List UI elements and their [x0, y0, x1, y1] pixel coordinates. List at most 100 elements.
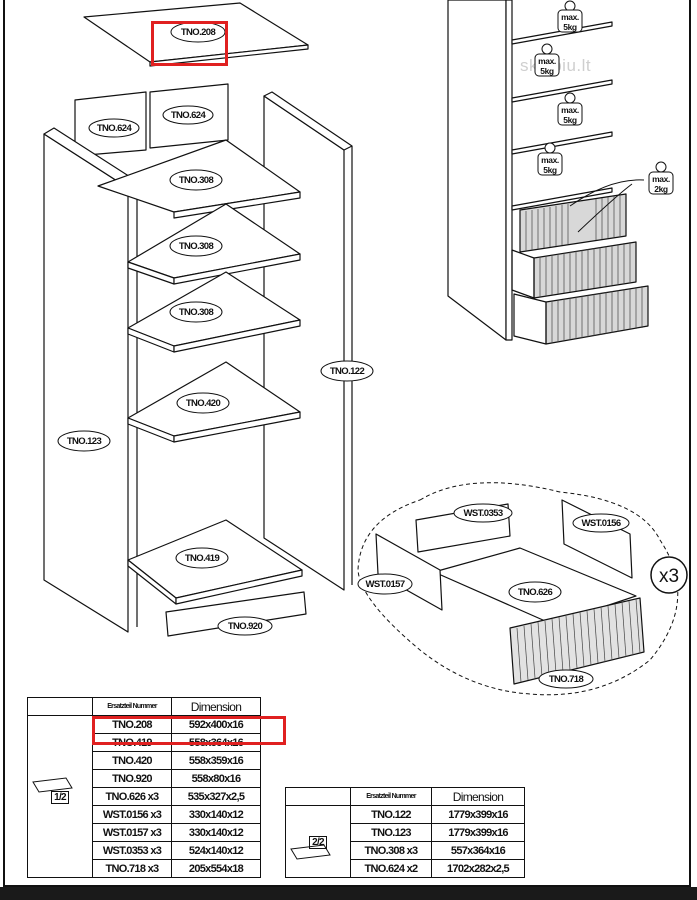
table1-header-part: Ersatzteil Nummer [92, 697, 172, 716]
shelf-4-edge [173, 411, 301, 443]
part-number: WST.0157 x3 [92, 823, 172, 842]
parts-table-1: Ersatzteil Nummer Dimension 1/2 TNO.208 … [27, 697, 261, 878]
weight-label: max. [538, 56, 556, 66]
part-dimension: 524x140x12 [171, 841, 261, 860]
parts-table-2: Ersatzteil Nummer Dimension 2/2 TNO.122 … [285, 787, 525, 878]
label-shelf-3: TNO.308 [179, 307, 214, 318]
page-border [3, 0, 691, 887]
wardrobe-shelf-4 [511, 187, 613, 211]
multiplier-circle [650, 556, 688, 594]
part-number: TNO.718 x3 [92, 859, 172, 878]
label-side-right: TNO.122 [330, 366, 365, 377]
weight-label: max. [561, 12, 579, 22]
part-dimension: 330x140x12 [171, 823, 261, 842]
shelf-3-edge [173, 319, 301, 353]
part-number: WST.0353 x3 [92, 841, 172, 860]
part-number: TNO.920 [92, 769, 172, 788]
label-drawer-side-right: WST.0156 [581, 518, 620, 529]
side-panel-left [43, 133, 129, 633]
weight-label: max. [541, 155, 559, 165]
part-number: WST.0156 x3 [92, 805, 172, 824]
top-panel-edge [149, 44, 309, 67]
weight-label: max. [561, 105, 579, 115]
page-number-box: 2/2 [309, 835, 327, 849]
drawer-front-2 [533, 241, 637, 299]
label-side-left: TNO.123 [67, 436, 102, 447]
weight-icon [648, 161, 674, 195]
weight-icon [537, 142, 563, 176]
part-dimension: 557x364x16 [431, 841, 525, 860]
drawer-front-3 [545, 285, 649, 345]
weight-icon [557, 0, 583, 33]
weight-label: max. [652, 174, 670, 184]
multiplier-text: x3 [659, 566, 679, 587]
drawer-side-2 [511, 249, 535, 299]
part-dimension: 1779x399x16 [431, 805, 525, 824]
label-back-left: TNO.624 [97, 123, 133, 134]
table1-header-dimension: Dimension [171, 697, 261, 716]
label-shelf-4: TNO.420 [186, 398, 221, 409]
table2-page-cell: 2/2 [285, 805, 351, 878]
table2-header-dimension: Dimension [431, 787, 525, 806]
swing-arc [569, 179, 645, 207]
part-number: TNO.123 [350, 823, 432, 842]
plinth [165, 591, 307, 637]
part-number: TNO.624 x2 [350, 859, 432, 878]
part-dimension: 205x554x18 [171, 859, 261, 878]
bottom-panel-edge [175, 569, 303, 605]
drawer-side-left [375, 533, 443, 611]
wardrobe-shelf-2 [511, 79, 613, 103]
shelf-2-edge [173, 253, 301, 285]
table2-blank-header [285, 787, 351, 806]
table1-blank-header [27, 697, 93, 716]
drawer-side-3 [513, 293, 547, 345]
wardrobe-side [447, 0, 507, 341]
table1-page-cell: 1/2 [27, 715, 93, 878]
label-drawer-side-left: WST.0157 [365, 579, 404, 590]
label-drawer-front: TNO.718 [549, 674, 584, 685]
part-number: TNO.420 [92, 751, 172, 770]
label-plinth: TNO.920 [228, 621, 263, 632]
drawer-front-exploded [509, 597, 645, 685]
table-row: 1/2 TNO.208 592x400x16 [27, 715, 261, 878]
table2-header-part: Ersatzteil Nummer [350, 787, 432, 806]
part-number: TNO.122 [350, 805, 432, 824]
label-back-right: TNO.624 [171, 110, 207, 121]
wardrobe-shelf-3 [511, 131, 613, 155]
bottom-bar [0, 887, 697, 900]
weight-icon [557, 92, 583, 126]
label-drawer-back: WST.0353 [463, 508, 502, 519]
svg-text:5kg: 5kg [540, 66, 554, 76]
page-number-box: 1/2 [51, 790, 69, 804]
drawer-side-right [561, 499, 633, 579]
part-dimension: 1779x399x16 [431, 823, 525, 842]
label-drawer-bottom: TNO.626 [518, 587, 553, 598]
part-number: TNO.308 x3 [350, 841, 432, 860]
part-dimension: 558x359x16 [171, 751, 261, 770]
svg-text:2kg: 2kg [654, 184, 668, 194]
part-dimension: 535x327x2,5 [171, 787, 261, 806]
weight-icon [534, 43, 560, 77]
svg-text:5kg: 5kg [563, 22, 577, 32]
label-shelf-2: TNO.308 [179, 241, 214, 252]
table-row: 2/2 TNO.122 1779x399x16 [285, 805, 525, 878]
svg-text:5kg: 5kg [543, 165, 557, 175]
side-panel-right [263, 95, 345, 591]
label-bottom: TNO.419 [185, 553, 220, 564]
highlight-box-table [92, 716, 286, 745]
highlight-box-drawing [151, 21, 228, 66]
part-dimension: 1702x282x2,5 [431, 859, 525, 878]
label-shelf-1: TNO.308 [179, 175, 214, 186]
drawer-front-1 [519, 193, 627, 253]
wardrobe-front-edge [505, 0, 513, 341]
